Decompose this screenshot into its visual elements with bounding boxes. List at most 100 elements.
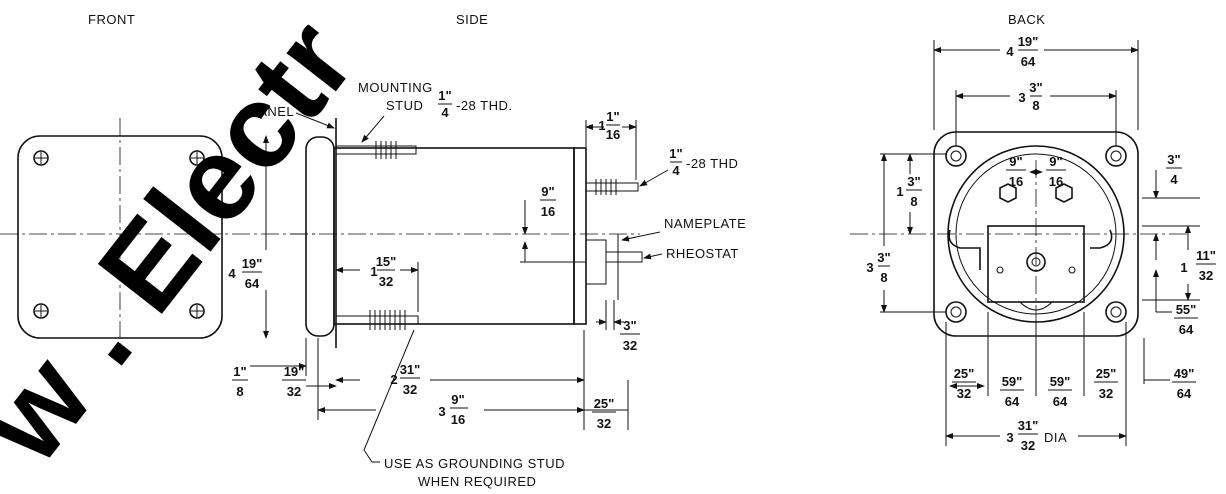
back-dim-59-64-a-den: 64 xyxy=(1005,394,1020,409)
dim-9-16-den: 16 xyxy=(541,204,555,219)
grounding-note-2: WHEN REQUIRED xyxy=(418,474,536,489)
side-view: SIDE PANEL xyxy=(228,12,746,489)
dim-1-1-16-num: 1" xyxy=(606,109,619,124)
side-body xyxy=(333,147,575,325)
rear-thd-label: -28 THD xyxy=(686,156,738,171)
back-view: BACK 4 19" 64 3 3" xyxy=(850,12,1216,453)
mounting-thd-frac-d: 4 xyxy=(441,105,449,120)
dim-19-32-num: 19" xyxy=(284,364,305,379)
dim-1-1-16-den: 16 xyxy=(606,127,620,142)
dim-1-1-16-whole: 1 xyxy=(598,118,605,133)
back-dim-dia-num: 31" xyxy=(1018,418,1039,433)
front-screw-br xyxy=(189,303,205,319)
dim-3-32-den: 32 xyxy=(623,338,637,353)
back-rheostat-bracket xyxy=(987,225,1085,303)
back-dim-3-3-8-whole: 3 xyxy=(1018,90,1025,105)
back-screw-tl xyxy=(945,145,967,167)
back-dim-1-3-8-num: 3" xyxy=(907,174,920,189)
mounting-label-1: MOUNTING xyxy=(358,80,433,95)
panel-label: PANEL xyxy=(250,104,294,119)
back-dim-1-11-32-whole: 1 xyxy=(1180,260,1187,275)
back-dim-25-32-a-den: 32 xyxy=(957,386,971,401)
back-dim-3-3-8-den: 8 xyxy=(1032,98,1039,113)
back-dim-3-3-8-num: 3" xyxy=(1029,80,1042,95)
dim-9-16-num: 9" xyxy=(541,184,554,199)
back-dim-3-3-8-v-whole: 3 xyxy=(866,260,873,275)
side-rheostat xyxy=(585,239,643,285)
front-view: FRONT xyxy=(0,12,316,356)
dim-3-9-16-whole: 3 xyxy=(438,404,445,419)
back-dim-3-4-num: 3" xyxy=(1167,152,1180,167)
side-rear-stud xyxy=(585,179,639,195)
back-dim-9-16-a-num: 9" xyxy=(1009,154,1022,169)
back-dim-25-32-a-num: 25" xyxy=(954,366,975,381)
back-screw-bl xyxy=(945,301,967,323)
back-dim-55-64-den: 64 xyxy=(1179,322,1194,337)
back-dim-9-16-a-den: 16 xyxy=(1009,174,1023,189)
back-dim-3-3-8-v-den: 8 xyxy=(880,270,887,285)
dim-2-31-32-num: 31" xyxy=(400,362,421,377)
back-dim-49-64-num: 49" xyxy=(1174,366,1195,381)
back-dim-width-den: 64 xyxy=(1021,54,1036,69)
back-dim-1-3-8-whole: 1 xyxy=(896,184,903,199)
back-rheostat-knob xyxy=(1026,252,1046,272)
back-dim-59-64-b-num: 59" xyxy=(1050,374,1071,389)
back-dim-9-16-b-num: 9" xyxy=(1049,154,1062,169)
back-dim-25-32-b-den: 32 xyxy=(1099,386,1113,401)
back-dim-1-11-32-num: 11" xyxy=(1196,248,1216,263)
nameplate-label: NAMEPLATE xyxy=(664,216,746,231)
rear-thd-frac-n: 1" xyxy=(669,146,682,161)
dim-1-15-32-whole: 1 xyxy=(370,264,377,279)
dim-height-whole: 4 xyxy=(228,266,236,281)
rear-thd-frac-d: 4 xyxy=(672,163,680,178)
dim-1-15-32-den: 32 xyxy=(379,274,393,289)
dim-2-31-32-whole: 2 xyxy=(390,372,397,387)
back-screw-br xyxy=(1105,301,1127,323)
back-dim-dia-den: 32 xyxy=(1021,438,1035,453)
front-screw-tr xyxy=(189,150,205,166)
back-dim-59-64-a-num: 59" xyxy=(1002,374,1023,389)
dim-1-15-32-num: 15" xyxy=(376,254,397,269)
dim-2-31-32-den: 32 xyxy=(403,382,417,397)
mounting-thd-frac-n: 1" xyxy=(438,88,451,103)
grounding-note-1: USE AS GROUNDING STUD xyxy=(384,456,565,471)
dim-3-9-16-den: 16 xyxy=(451,412,465,427)
side-view-title: SIDE xyxy=(456,12,488,27)
back-dim-1-11-32-den: 32 xyxy=(1199,268,1213,283)
side-grounding-stud xyxy=(335,310,419,330)
back-dim-3-4-den: 4 xyxy=(1170,172,1178,187)
back-slot xyxy=(948,229,1113,270)
back-notch xyxy=(1019,301,1053,311)
mounting-thd-label: -28 THD. xyxy=(456,98,513,113)
back-dim-49-64-den: 64 xyxy=(1177,386,1192,401)
back-dim-dia-label: DIA xyxy=(1044,430,1067,445)
back-dim-25-32-b-num: 25" xyxy=(1096,366,1117,381)
dim-3-32-num: 3" xyxy=(623,318,636,333)
back-hex-nut-left xyxy=(999,183,1017,203)
back-dim-1-3-8-den: 8 xyxy=(910,194,917,209)
dim-1-8-num: 1" xyxy=(233,364,246,379)
back-dim-9-16-b-den: 16 xyxy=(1049,174,1063,189)
back-hex-nut-right xyxy=(1055,183,1073,203)
side-mounting-stud-top xyxy=(335,141,417,159)
back-view-title: BACK xyxy=(1008,12,1045,27)
watermark: w . Electr xyxy=(0,0,379,487)
rheostat-label: RHEOSTAT xyxy=(666,246,739,261)
dim-25-32-den: 32 xyxy=(597,416,611,431)
dim-3-9-16-num: 9" xyxy=(451,392,464,407)
back-dim-dia-whole: 3 xyxy=(1006,430,1013,445)
dim-19-32-den: 32 xyxy=(287,384,301,399)
side-bezel xyxy=(305,136,335,337)
back-dim-59-64-b-den: 64 xyxy=(1053,394,1068,409)
dim-height-den: 64 xyxy=(245,276,260,291)
back-dim-55-64-num: 55" xyxy=(1176,302,1197,317)
back-dim-width-num: 19" xyxy=(1018,34,1039,49)
front-screw-tl xyxy=(33,150,49,166)
front-view-title: FRONT xyxy=(88,12,135,27)
back-screw-tr xyxy=(1105,145,1127,167)
mounting-label-2: STUD xyxy=(386,98,423,113)
back-dim-width-whole: 4 xyxy=(1006,44,1014,59)
front-screw-bl xyxy=(33,303,49,319)
dim-25-32-num: 25" xyxy=(594,396,615,411)
